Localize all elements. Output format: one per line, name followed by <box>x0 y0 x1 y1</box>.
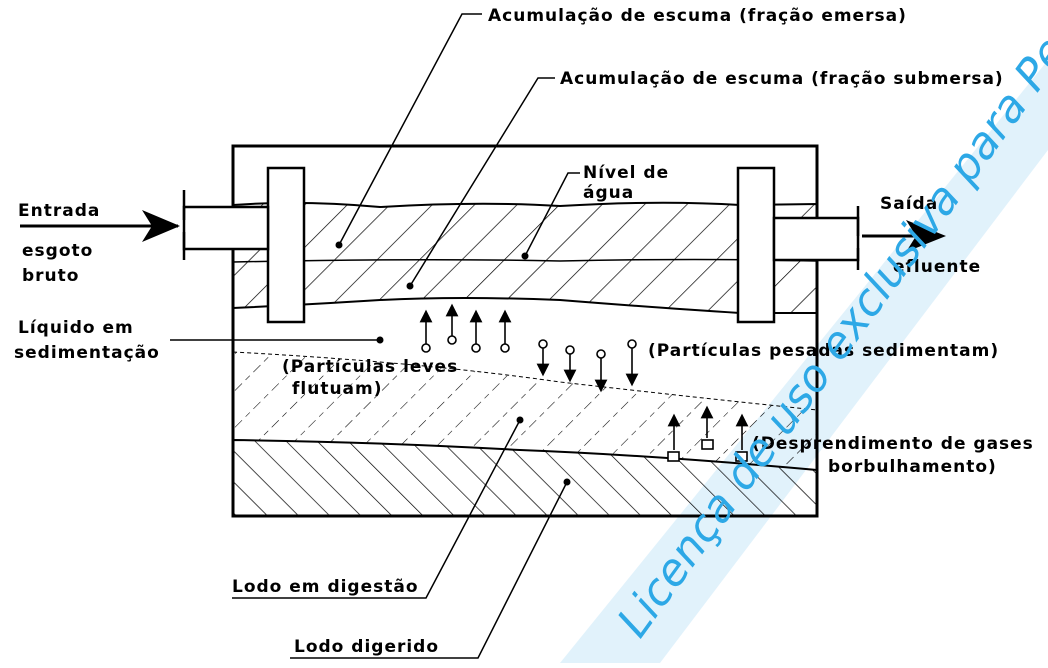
label-settling-1: Líquido em <box>18 318 134 338</box>
light-particle-arrows <box>419 303 512 353</box>
inlet-pipe <box>182 166 306 324</box>
label-settling-2: sedimentação <box>14 343 160 363</box>
leader-digested <box>290 481 568 659</box>
label-sludge-digested: Lodo digerido <box>294 637 439 657</box>
label-inlet-3: bruto <box>22 266 79 286</box>
leader-scum-emerged <box>338 13 482 246</box>
leader-digesting <box>232 419 521 599</box>
leader-lines <box>170 13 580 659</box>
leader-water-level <box>524 172 580 257</box>
label-light-particles-1: (Partículas leves <box>282 357 458 377</box>
gas-bubble-arrows <box>667 405 749 462</box>
label-heavy-particles: (Partículas pesadas sedimentam) <box>648 341 999 361</box>
label-gas-release-1: (Desprendimento de gases <box>752 434 1034 454</box>
label-sludge-digesting: Lodo em digestão <box>232 577 419 597</box>
inlet-arrowhead-icon <box>142 210 180 242</box>
heavy-particle-arrows <box>536 339 639 393</box>
watermark-text: Licença de uso exclusiva para Petrobrás … <box>608 0 1048 646</box>
label-outlet-1: Saída <box>880 194 938 214</box>
label-gas-release-2: borbulhamento) <box>828 457 997 477</box>
label-scum-submerged: Acumulação de escuma (fração submersa) <box>560 69 1004 89</box>
outlet-arrowhead-icon <box>906 220 946 252</box>
label-light-particles-2: flutuam) <box>292 379 383 399</box>
outlet-pipe <box>736 166 860 324</box>
leader-scum-submerged <box>409 77 555 287</box>
label-outlet-2: efluente <box>893 257 981 277</box>
water-level-line <box>232 258 818 263</box>
label-inlet-2: esgoto <box>22 241 93 261</box>
leader-dots <box>335 241 571 486</box>
label-water-level-1: Nível de <box>583 163 669 183</box>
label-scum-emerged: Acumulação de escuma (fração emersa) <box>488 6 907 26</box>
label-water-level-2: água <box>583 183 634 203</box>
label-inlet-1: Entrada <box>18 201 100 221</box>
